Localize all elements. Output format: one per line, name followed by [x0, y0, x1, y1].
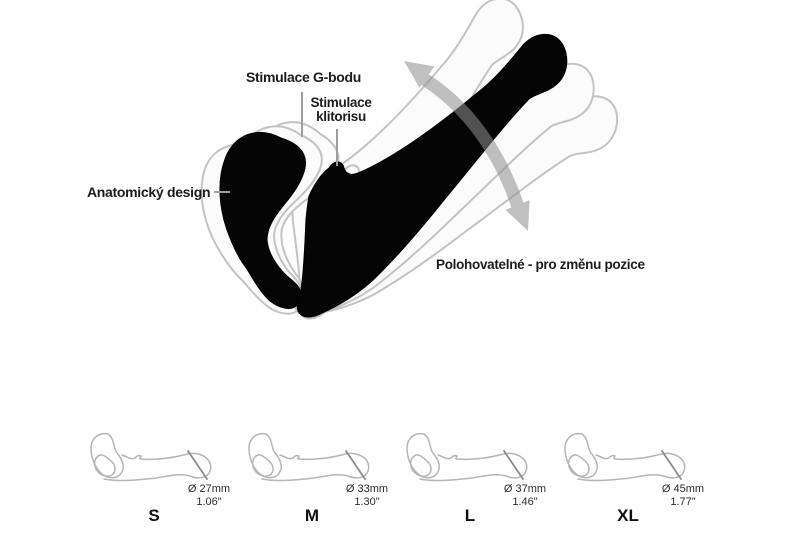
size-item-xl: Ø 45mm 1.77" XL [549, 425, 707, 529]
leader-lines [214, 92, 338, 193]
diameter-mm: Ø 33mm [345, 483, 389, 495]
diameter-mm: Ø 27mm [187, 483, 231, 495]
arrowhead-up-icon [404, 61, 435, 88]
size-item-s: Ø 27mm 1.06" S [75, 425, 233, 529]
diameter-caption-xl: Ø 45mm 1.77" [647, 483, 719, 508]
diameter-inches: 1.46" [512, 495, 538, 508]
diameter-inches: 1.77" [670, 495, 696, 508]
size-item-l: Ø 37mm 1.46" L [391, 425, 549, 529]
size-item-m: Ø 33mm 1.30" M [233, 425, 391, 529]
size-letter-m: M [304, 506, 320, 525]
diameter-inches: 1.30" [354, 495, 380, 508]
size-letter-xl: XL [617, 506, 639, 525]
clitoral-label-line1: Stimulace [310, 95, 372, 110]
motion-arrow [404, 61, 530, 231]
size-letter-s: S [148, 506, 160, 525]
size-outline-drawing-m [248, 432, 370, 482]
diameter-mm: Ø 45mm [661, 483, 705, 495]
diameter-mm: Ø 37mm [503, 483, 547, 495]
motion-arrow-curve [420, 73, 526, 212]
anatomic-design-label: Anatomický design [87, 184, 211, 200]
size-outline-drawing-xl [564, 432, 686, 482]
diameter-inches: 1.06" [196, 495, 222, 508]
size-letter-l: L [464, 506, 476, 525]
g-spot-label: Stimulace G-bodu [246, 69, 361, 85]
clitoral-label-line2: klitorisu [316, 109, 366, 124]
size-outline-drawing-l [406, 432, 528, 482]
diameter-caption-s: Ø 27mm 1.06" [173, 483, 245, 508]
diameter-caption-m: Ø 33mm 1.30" [331, 483, 403, 508]
clitoral-label: Stimulace klitorisu [303, 96, 379, 124]
size-chart: Ø 27mm 1.06" S Ø 33mm 1.30" M Ø 37mm 1.4… [0, 425, 800, 529]
positionable-label: Polohovatelné - pro změnu pozice [436, 257, 645, 272]
arrowhead-down-icon [505, 200, 530, 231]
diameter-caption-l: Ø 37mm 1.46" [489, 483, 561, 508]
size-outline-drawing-s [90, 432, 212, 482]
